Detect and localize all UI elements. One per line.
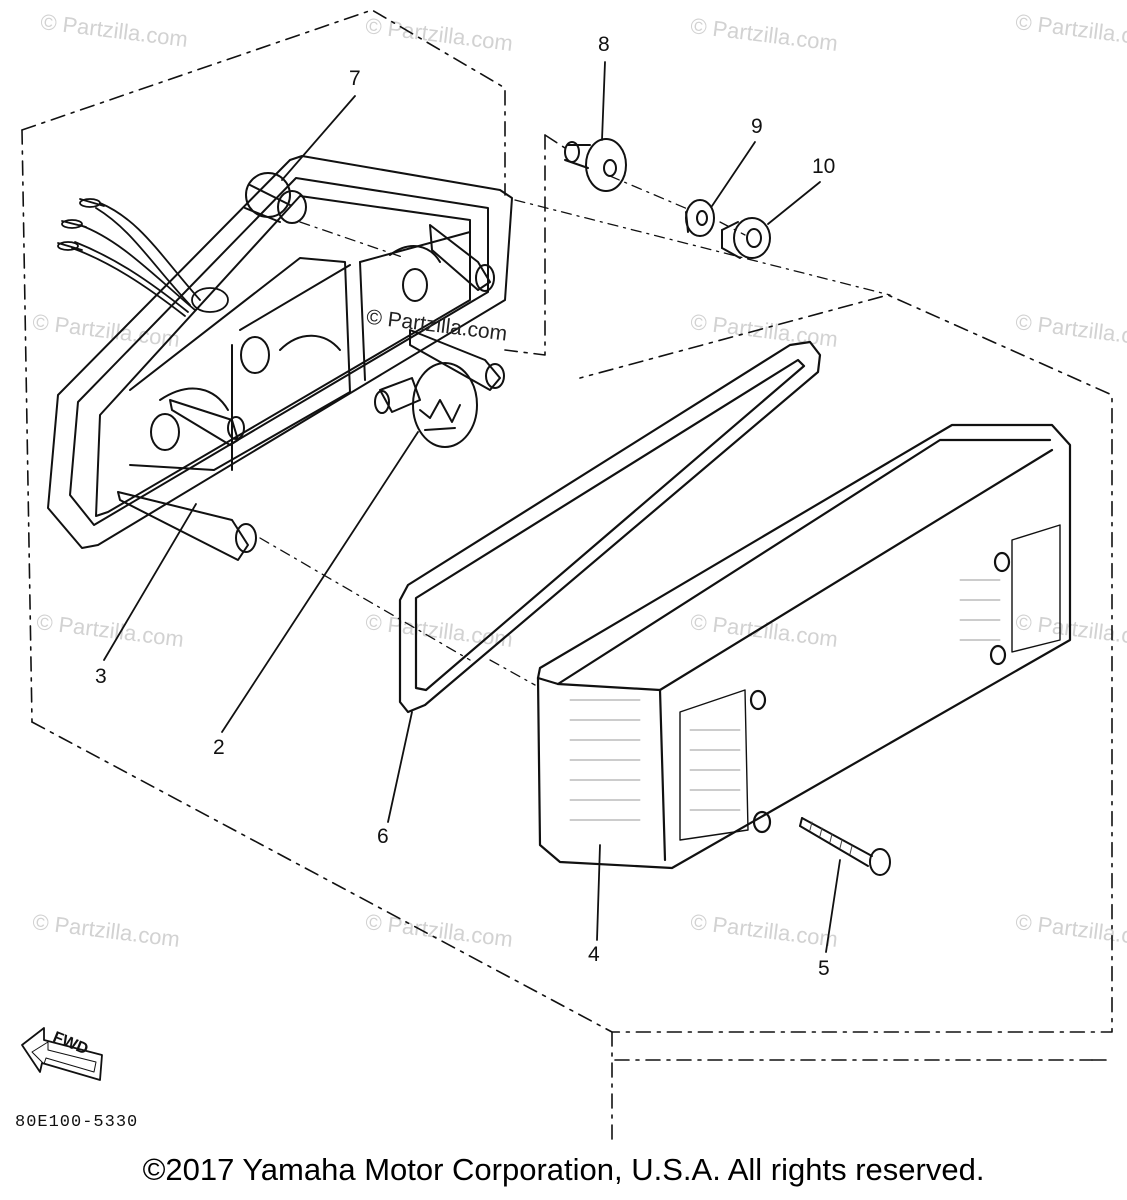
nut-part-10 [721, 217, 771, 259]
callout-number: 7 [349, 67, 361, 90]
gasket-part-6 [398, 340, 822, 714]
lens-part-4 [536, 423, 1072, 870]
washer-part-9 [685, 199, 715, 237]
grommet-part-7 [244, 172, 307, 224]
callout-number: 5 [818, 957, 830, 980]
callout-number: 6 [377, 825, 389, 848]
leader-lines [103, 61, 841, 953]
screw-part-5 [799, 817, 891, 876]
assembly-boundary [21, 9, 1113, 1141]
copyright-notice: ©2017 Yamaha Motor Corporation, U.S.A. A… [142, 1152, 985, 1187]
bulb-part-2 [374, 362, 478, 448]
callout-number: 3 [95, 665, 107, 688]
lamp-housing [47, 155, 513, 561]
bolt-part-8 [564, 138, 627, 192]
callout-number: 2 [213, 736, 225, 759]
callout-number: 9 [751, 115, 763, 138]
wire-harness [57, 198, 229, 317]
callout-number: 4 [588, 943, 600, 966]
part-code: 80E100-5330 [15, 1113, 139, 1132]
assembly-axes [259, 175, 891, 686]
fwd-arrow-icon [21, 1027, 103, 1081]
callout-number: 10 [812, 155, 836, 178]
callout-number: 8 [598, 33, 610, 56]
